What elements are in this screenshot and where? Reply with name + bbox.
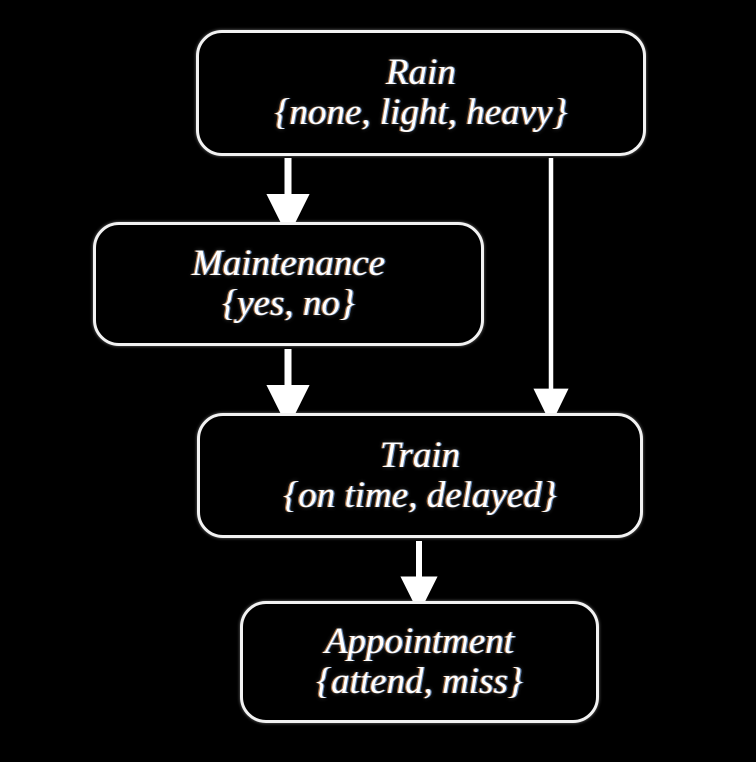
- node-maintenance[interactable]: Maintenance {yes, no}: [93, 222, 484, 346]
- node-maintenance-label: Maintenance: [191, 243, 386, 285]
- node-appointment-values: {attend, miss}: [316, 661, 523, 702]
- node-rain-values: {none, light, heavy}: [274, 92, 568, 133]
- node-maintenance-values: {yes, no}: [222, 283, 355, 324]
- node-train-label: Train: [379, 434, 461, 476]
- node-train-values: {on time, delayed}: [283, 474, 557, 516]
- node-appointment-label: Appointment: [324, 621, 515, 663]
- node-rain-label: Rain: [386, 52, 456, 94]
- node-appointment[interactable]: Appointment {attend, miss}: [240, 601, 599, 723]
- node-train[interactable]: Train {on time, delayed}: [197, 413, 643, 538]
- node-rain[interactable]: Rain {none, light, heavy}: [196, 30, 646, 156]
